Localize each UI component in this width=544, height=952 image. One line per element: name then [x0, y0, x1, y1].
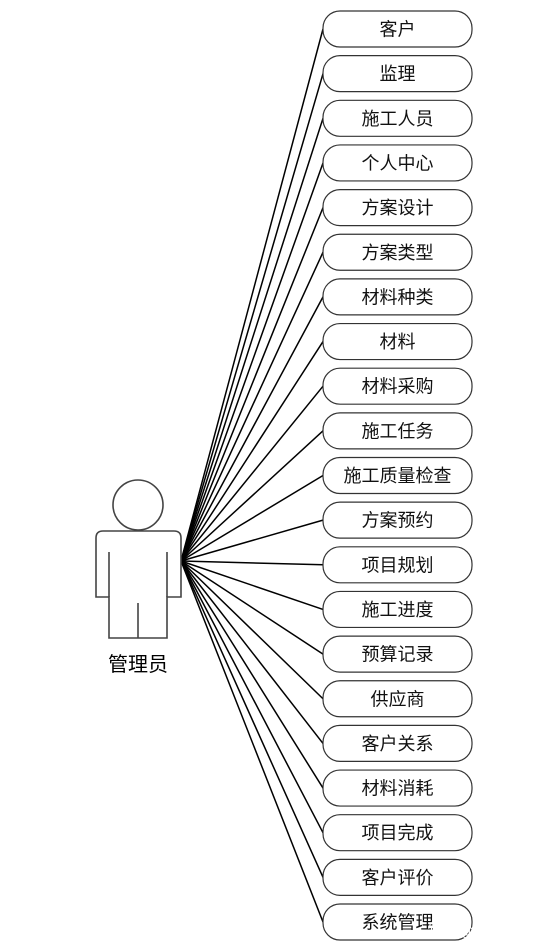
use-case-label: 方案预约 [362, 511, 434, 532]
use-case-label: 供应商 [371, 689, 425, 710]
use-case-list: 客户监理施工人员个人中心方案设计方案类型材料种类材料材料采购施工任务施工质量检查… [322, 10, 473, 941]
use-case: 材料消耗 [322, 769, 473, 807]
association-line [180, 560, 324, 566]
association-line [180, 474, 324, 562]
use-case-label: 监理 [380, 64, 416, 85]
use-case-label: 系统管理 [362, 913, 434, 934]
association-line [180, 430, 324, 562]
use-case: 施工任务 [322, 412, 473, 450]
use-case-box [322, 903, 473, 941]
use-case-label: 项目完成 [362, 823, 434, 844]
actor-body [95, 530, 182, 639]
use-case-box [322, 724, 473, 763]
association-line [180, 385, 324, 562]
use-case-box [322, 412, 473, 450]
use-case-box [322, 635, 473, 673]
use-case-box [322, 278, 473, 316]
association-lines [180, 28, 324, 923]
use-case: 系统管理 [322, 903, 473, 941]
association-line [180, 341, 324, 562]
use-case: 施工质量检查 [322, 456, 473, 495]
use-case-box [322, 367, 473, 405]
association-line [180, 251, 324, 562]
use-case: 施工进度 [322, 590, 473, 629]
use-case: 方案类型 [322, 233, 473, 271]
use-case: 项目规划 [322, 546, 473, 584]
use-case: 项目完成 [322, 814, 473, 852]
use-case-label: 施工任务 [362, 421, 434, 442]
use-case-box [322, 55, 473, 93]
actor-figure: 管理员 [95, 479, 182, 676]
actor-label: 管理员 [108, 652, 168, 676]
use-case-label: 材料消耗 [362, 779, 434, 800]
use-case: 个人中心 [322, 144, 473, 182]
use-case-label: 材料种类 [362, 287, 434, 308]
association-line [180, 207, 324, 562]
use-case: 材料种类 [322, 278, 473, 316]
association-line [180, 560, 324, 655]
use-case-label: 材料 [380, 332, 416, 353]
use-case-label: 个人中心 [362, 153, 434, 174]
use-case-label: 预算记录 [362, 645, 434, 666]
use-case: 客户 [322, 10, 473, 48]
use-case-label: 客户关系 [362, 734, 434, 755]
association-line [180, 560, 324, 611]
association-line [180, 118, 324, 562]
use-case-label: 客户 [380, 20, 416, 41]
actor-head [112, 479, 164, 531]
watermark: 知乎 @想想辅助 [428, 923, 530, 940]
use-case-box [322, 680, 473, 718]
use-case-box [322, 10, 473, 48]
use-case-label: 施工人员 [362, 109, 434, 130]
use-case: 材料采购 [322, 367, 473, 405]
use-case: 供应商 [322, 680, 473, 718]
use-case: 方案预约 [322, 501, 473, 539]
association-line [180, 73, 324, 562]
association-line [180, 560, 324, 923]
association-line [180, 560, 324, 744]
use-case-label: 方案设计 [362, 198, 434, 219]
use-case-label: 材料采购 [362, 377, 434, 398]
use-case-box [322, 144, 473, 182]
use-case: 预算记录 [322, 635, 473, 673]
use-case: 客户关系 [322, 724, 473, 763]
association-line [180, 296, 324, 562]
use-case-label: 客户评价 [362, 868, 434, 889]
use-case-label: 方案类型 [362, 243, 434, 264]
use-case-box [322, 322, 473, 361]
use-case-box [322, 233, 473, 271]
use-case: 客户评价 [322, 858, 473, 896]
association-line [180, 560, 324, 878]
use-case-box [322, 814, 473, 852]
use-case-label: 施工进度 [362, 600, 434, 621]
association-line [180, 162, 324, 562]
use-case: 监理 [322, 55, 473, 93]
use-case: 施工人员 [322, 99, 473, 137]
use-case: 方案设计 [322, 189, 473, 227]
association-line [180, 560, 324, 700]
use-case-box [322, 99, 473, 137]
use-case-label: 施工质量检查 [344, 466, 452, 487]
use-case-box [322, 769, 473, 807]
use-case-box [322, 858, 473, 896]
use-case-box [322, 501, 473, 539]
association-line [180, 560, 324, 789]
use-case: 材料 [322, 322, 473, 361]
association-line [180, 28, 324, 562]
use-case-box [322, 456, 473, 495]
association-line [180, 560, 324, 834]
use-case-box [322, 189, 473, 227]
use-case-box [322, 546, 473, 584]
use-case-box [322, 590, 473, 629]
association-line [180, 519, 324, 562]
use-case-label: 项目规划 [362, 555, 434, 576]
